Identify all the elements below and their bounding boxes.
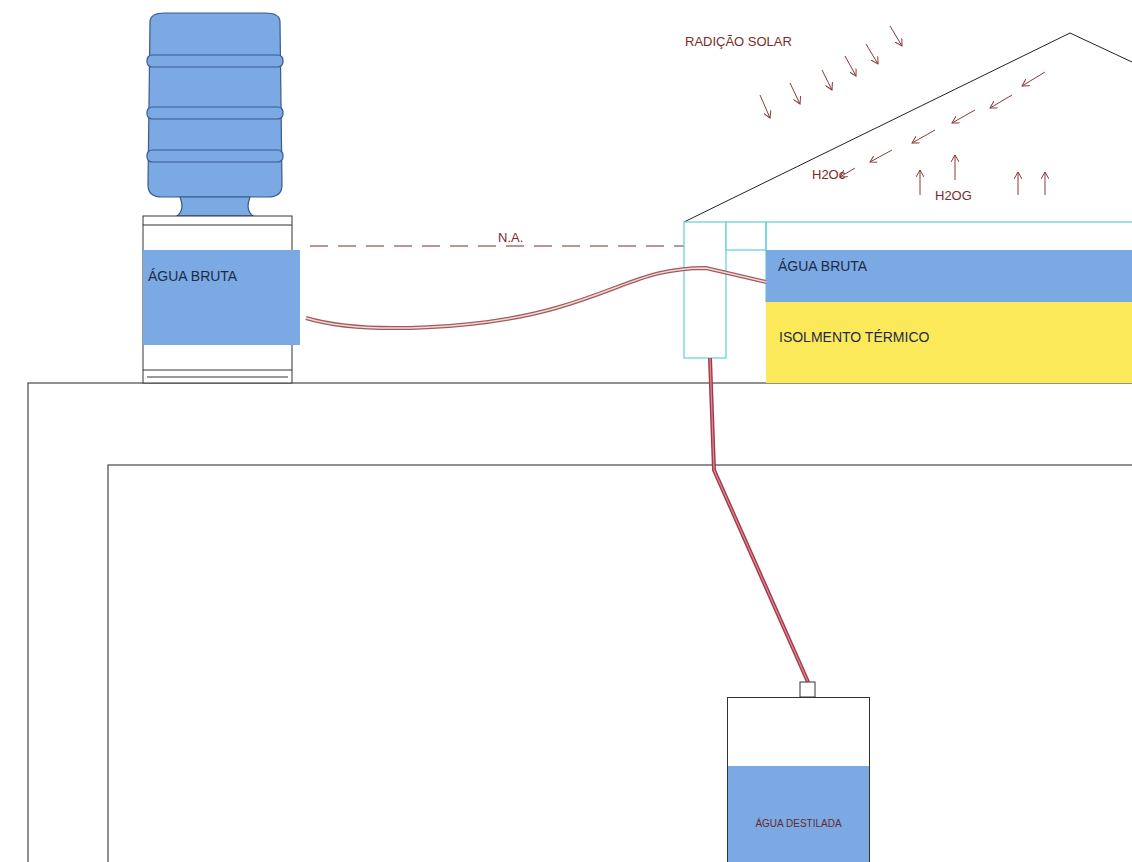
- radiation-label: RADIÇÃO SOLAR: [685, 34, 792, 49]
- condensate-label: H2Oc: [812, 167, 845, 182]
- raw-water-basin: ÁGUA BRUTA: [766, 250, 1132, 302]
- node-text: ÁGUA DESTILADA: [728, 818, 869, 829]
- water-level-label: N.A.: [498, 230, 523, 245]
- water-fill: [728, 766, 869, 862]
- raw-water-reservoir: ÁGUA BRUTA: [143, 250, 300, 345]
- feed-pipe: [306, 268, 766, 328]
- node-text: ISOLMENTO TÉRMICO: [779, 329, 1132, 345]
- node-text: ÁGUA BRUTA: [148, 268, 300, 284]
- node-text: ÁGUA BRUTA: [778, 258, 1132, 274]
- vapour-label: H2OG: [935, 188, 972, 203]
- thermal-insulation: ISOLMENTO TÉRMICO: [766, 302, 1132, 383]
- distilled-water-container: ÁGUA DESTILADA: [727, 697, 870, 862]
